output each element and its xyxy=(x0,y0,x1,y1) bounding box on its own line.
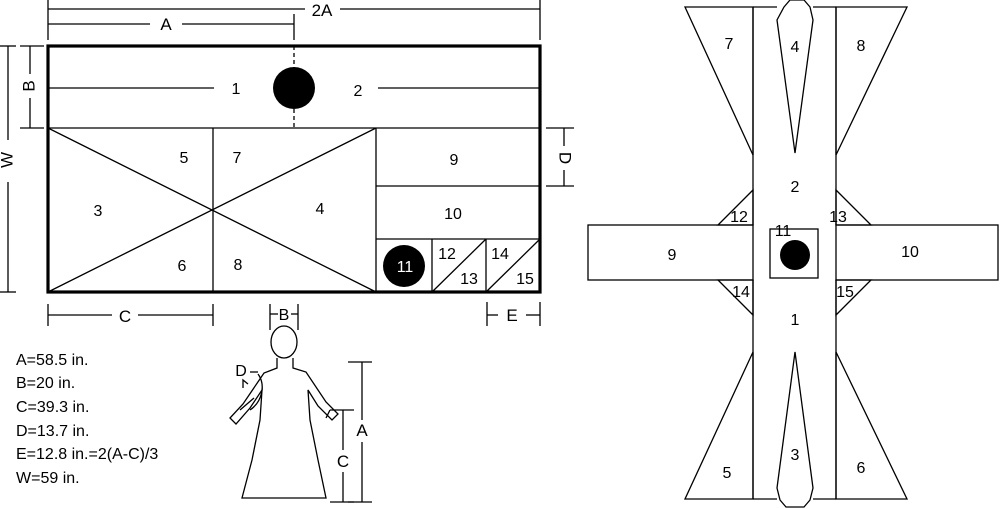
figure-illustration: B D A C xyxy=(229,304,372,503)
dimension-2a: 2A xyxy=(47,0,541,40)
dimension-a-label: A xyxy=(160,15,172,34)
gusset-14-15-diagonal xyxy=(485,238,541,293)
piece-14-shape xyxy=(716,279,754,317)
figure-gown xyxy=(229,358,339,499)
assembly-neck-dot xyxy=(780,240,810,270)
assembly-piece-15: 15 xyxy=(836,284,854,301)
neck-hole-dot xyxy=(273,67,315,109)
diagonal-up xyxy=(47,127,377,293)
assembly-piece-13: 13 xyxy=(829,209,847,226)
dimension-w: W xyxy=(0,45,16,293)
assembly-piece-8: 8 xyxy=(857,38,866,55)
measurement-c: C=39.3 in. xyxy=(16,399,89,416)
dimension-e: E xyxy=(486,302,541,326)
piece-14-label: 14 xyxy=(491,246,509,263)
assembly-piece-12: 12 xyxy=(730,209,748,226)
measurement-d: D=13.7 in. xyxy=(16,423,89,440)
assembly-piece-11: 11 xyxy=(775,223,792,240)
dimension-a: A xyxy=(48,14,295,40)
piece-11-dot xyxy=(383,245,425,287)
assembly-diagram: 7 8 5 6 2 1 4 3 9 10 12 13 xyxy=(587,0,999,508)
assembly-piece-14: 14 xyxy=(732,284,750,301)
dimension-d: D xyxy=(546,127,575,187)
piece-15-shape xyxy=(835,279,873,317)
assembly-piece-9: 9 xyxy=(668,247,677,264)
piece-12-shape xyxy=(716,188,754,226)
piece-8-label: 8 xyxy=(234,257,243,274)
measurements-list: A=58.5 in. B=20 in. C=39.3 in. D=13.7 in… xyxy=(16,352,158,487)
dimension-b: B xyxy=(19,45,44,129)
measurement-a: A=58.5 in. xyxy=(16,352,89,369)
piece-10-shape xyxy=(835,224,999,281)
piece-10-label: 10 xyxy=(444,206,462,223)
piece-7-shape xyxy=(683,6,754,156)
piece-1-label: 1 xyxy=(232,81,241,98)
measurement-e: E=12.8 in.=2(A-C)/3 xyxy=(16,446,158,463)
piece-11-label: 11 xyxy=(397,259,414,276)
piece-12-label: 12 xyxy=(438,246,456,263)
gusset-12-13-diagonal xyxy=(431,238,487,293)
piece-9-shape xyxy=(587,224,754,281)
piece-13-label: 13 xyxy=(460,271,478,288)
assembly-piece-2: 2 xyxy=(791,179,800,196)
piece-3-label: 3 xyxy=(94,203,103,220)
piece-13-shape xyxy=(835,188,873,226)
dimension-d-label: D xyxy=(556,152,575,164)
assembly-piece-7: 7 xyxy=(725,36,734,53)
figure-d-label: D xyxy=(235,363,247,380)
figure-head xyxy=(270,325,298,359)
dimension-e-label: E xyxy=(506,306,517,325)
piece-4-shape xyxy=(776,0,814,154)
figure-a-label: A xyxy=(356,421,368,440)
assembly-piece-10: 10 xyxy=(901,244,919,261)
figure-c-label: C xyxy=(337,452,349,471)
measurement-w: W=59 in. xyxy=(16,470,80,487)
dimension-w-label: W xyxy=(0,152,16,168)
piece-2-label: 2 xyxy=(354,83,363,100)
assembly-piece-3: 3 xyxy=(791,447,800,464)
piece-5-shape xyxy=(683,351,754,500)
assembly-piece-4: 4 xyxy=(791,39,800,56)
piece-4-label: 4 xyxy=(316,201,325,218)
figure-d-arc xyxy=(249,373,263,411)
cutting-layout: 2A A B W xyxy=(0,0,575,326)
piece-6-label: 6 xyxy=(178,258,187,275)
piece-6-shape xyxy=(835,351,909,500)
piece-7-label: 7 xyxy=(233,150,242,167)
piece-8-shape xyxy=(835,6,909,156)
piece-3-shape xyxy=(776,351,814,508)
dimension-2a-label: 2A xyxy=(312,1,333,20)
assembly-piece-1: 1 xyxy=(791,312,800,329)
piece-9-label: 9 xyxy=(450,152,459,169)
piece-11-shape xyxy=(769,228,819,279)
assembly-piece-5: 5 xyxy=(723,465,732,482)
figure-b-label: B xyxy=(279,307,290,324)
dimension-c: C xyxy=(47,304,214,326)
measurement-b: B=20 in. xyxy=(16,375,75,392)
dimension-b-label: B xyxy=(19,80,38,91)
piece-15-label: 15 xyxy=(516,271,534,288)
assembly-piece-6: 6 xyxy=(857,460,866,477)
piece-5-label: 5 xyxy=(180,150,189,167)
dimension-c-label: C xyxy=(119,307,131,326)
